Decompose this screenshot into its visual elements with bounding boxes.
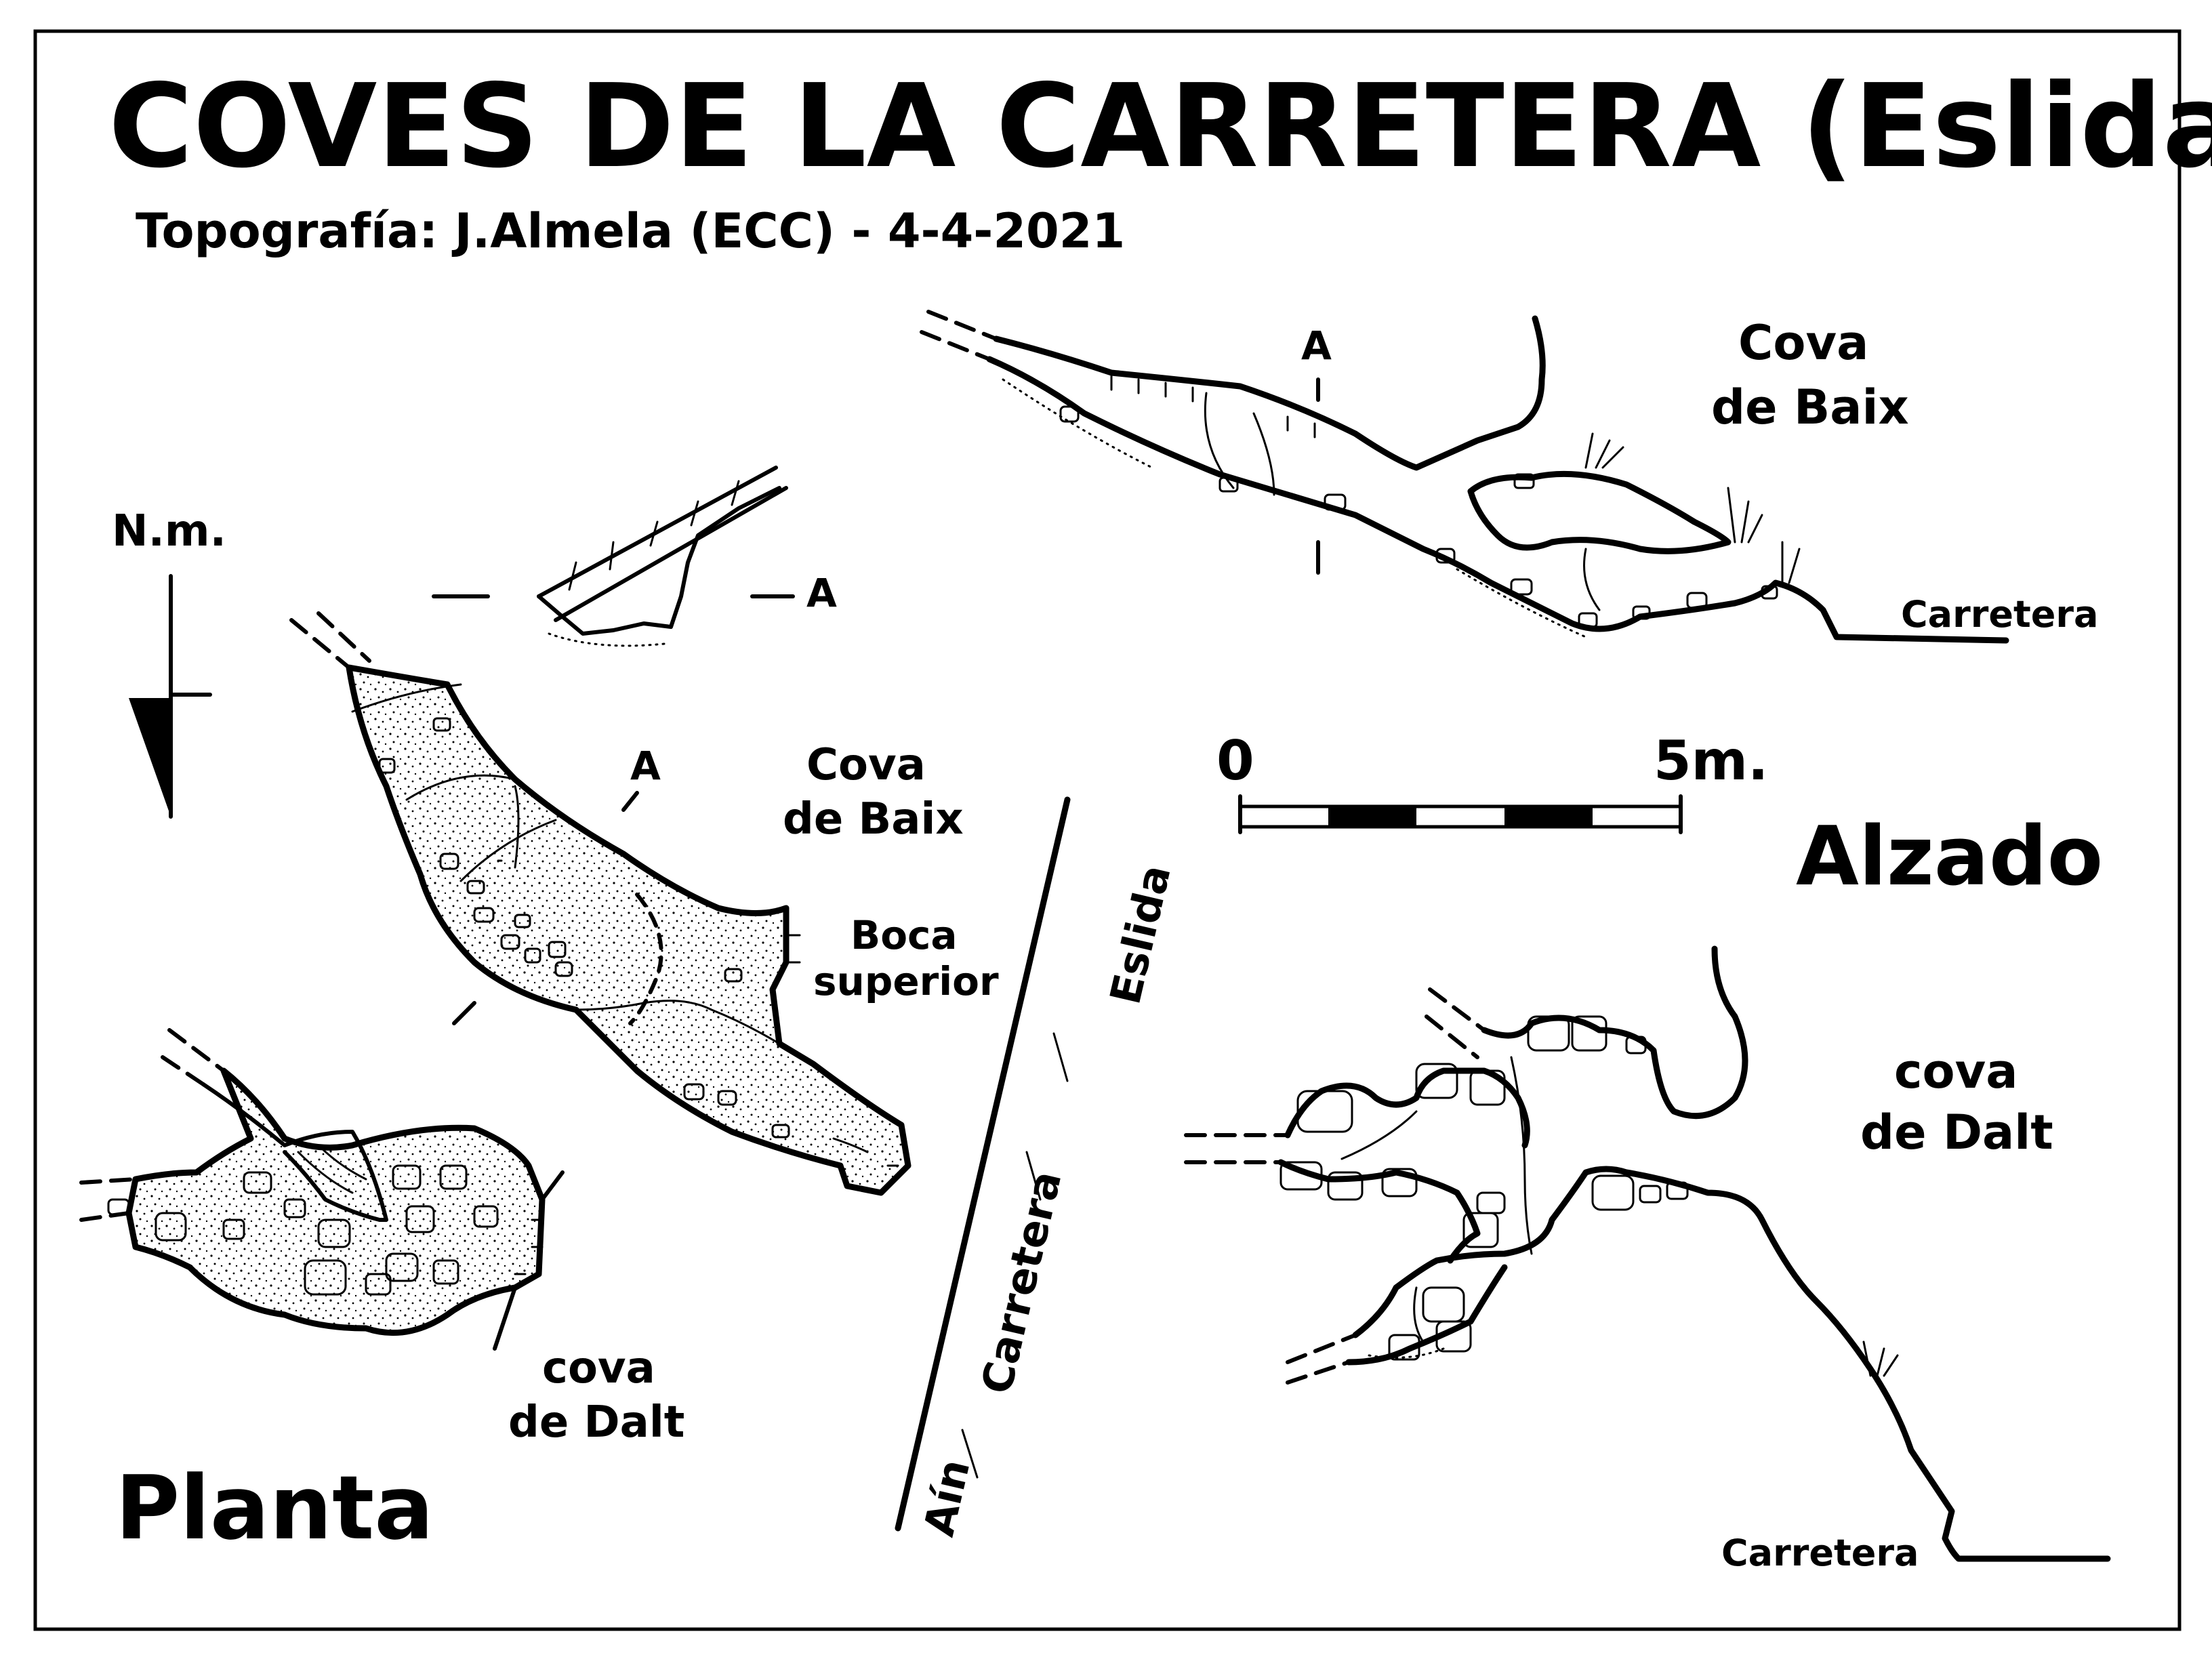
elev-dalt-upper-passage <box>1284 1067 1530 1149</box>
plan-dalt-exit-walls <box>493 1170 565 1351</box>
plan-view: Planta A <box>79 466 999 1559</box>
plan-baix-section-tick-1 <box>621 791 639 812</box>
road-marker: Carretera Aín Eslida <box>895 796 1181 1540</box>
scale-end-label: 5m. <box>1654 729 1768 792</box>
road-to-label: Eslida <box>1101 860 1181 1008</box>
plan-baix-inner-lines <box>351 683 557 882</box>
elev-dalt-floor-texture <box>1368 1347 1445 1359</box>
plan-baix-blocks <box>378 717 790 1139</box>
plan-section-a: A <box>432 466 837 647</box>
plan-boca-label-line2: superior <box>813 958 999 1004</box>
road-dir-mark-1 <box>961 1429 979 1479</box>
elev-dalt-lower-passage <box>1345 1264 1508 1366</box>
elev-dalt-vegetation <box>1862 1340 1899 1377</box>
sheet-frame <box>33 29 2182 1631</box>
elev-baix-label-line1: Cova <box>1738 315 1868 371</box>
elev-baix-vegetation-1 <box>1584 432 1624 469</box>
road-dir-mark-2 <box>1052 1032 1069 1082</box>
plan-dalt-label-line2: de Dalt <box>508 1397 684 1448</box>
elev-dalt-label-line1: cova <box>1894 1044 2018 1099</box>
plan-boca-label-line1: Boca <box>851 912 958 958</box>
plan-cova-baix: A Cova de Baix Boca superior <box>289 611 999 1196</box>
plan-dalt-hatch <box>297 1144 367 1194</box>
plan-cova-dalt: cova de Dalt <box>79 1028 684 1448</box>
elev-baix-profile-lines <box>1204 392 1601 611</box>
north-arrow: N.m. <box>112 506 226 819</box>
elev-dalt-ceiling <box>1481 945 1748 1120</box>
scale-bar: 0 5m. <box>1216 729 1768 834</box>
plan-dalt-outline <box>125 1067 546 1336</box>
scale-segment-2 <box>1504 806 1593 827</box>
plan-dalt-blocks <box>107 1164 499 1296</box>
plan-baix-dropline <box>628 893 663 1025</box>
plan-baix-entrance-dash <box>289 611 371 670</box>
page-title: COVES DE LA CARRETERA (Eslida) <box>108 60 2212 194</box>
elev-dalt-blocks <box>1279 1015 1689 1361</box>
plan-dalt-label-line1: cova <box>542 1343 655 1393</box>
elev-dalt-label-line2: de Dalt <box>1860 1105 2053 1160</box>
section-a-wall-hatch <box>537 466 788 622</box>
north-label: N.m. <box>112 506 226 556</box>
road-from-label: Aín <box>914 1454 980 1540</box>
plan-baix-tail <box>832 1137 869 1153</box>
elev-dalt-floor <box>1352 1166 2111 1562</box>
plan-baix-section-tick-2 <box>452 1001 476 1025</box>
elev-dalt-middle-passage <box>1277 1159 1481 1264</box>
road-dir-mark-3 <box>1025 1151 1042 1201</box>
elev-road-label-1: Carretera <box>1901 593 2098 636</box>
north-arrow-head <box>129 698 171 817</box>
plan-baix-lower-branch <box>575 1000 781 1045</box>
section-a-floor <box>548 632 665 647</box>
elevation-cova-baix: A Cova de Baix Carretera <box>920 310 2098 644</box>
plan-title: Planta <box>115 1456 434 1559</box>
plan-baix-step <box>514 785 520 869</box>
scale-segment-1 <box>1328 806 1416 827</box>
elev-baix-floor <box>986 356 2009 644</box>
elevation-cova-dalt: cova de Dalt Carretera <box>1184 945 2111 1574</box>
elev-baix-ceiling <box>993 315 1546 471</box>
scale-bar-outline <box>1238 804 1683 829</box>
plan-section-label-2: A <box>630 743 661 789</box>
section-a-profile <box>537 486 781 636</box>
plan-dalt-entrance-dash <box>79 1028 226 1222</box>
plan-section-label-1: A <box>806 570 837 616</box>
elev-dalt-entrance-dash <box>1184 987 1486 1385</box>
elev-baix-vegetation-2 <box>1727 487 1763 544</box>
plan-baix-outline <box>346 664 912 1196</box>
plan-baix-label-line2: de Baix <box>783 794 964 844</box>
elev-road-label-2: Carretera <box>1721 1532 1919 1574</box>
plan-dalt-drip-marks <box>514 1218 544 1275</box>
elevation-title: Alzado <box>1796 810 2103 904</box>
scale-start-label: 0 <box>1216 729 1254 792</box>
elev-section-label: A <box>1301 323 1332 369</box>
plan-dalt-upper-chamber <box>201 1082 388 1222</box>
road-label: Carretera <box>972 1166 1071 1398</box>
section-a-hatch-ticks <box>568 480 740 591</box>
elev-baix-label-line2: de Baix <box>1711 380 1909 435</box>
page-subtitle: Topografía: J.Almela (ECC) - 4-4-2021 <box>136 203 1125 259</box>
elev-baix-floor-texture <box>1002 378 1587 638</box>
elevation-view: Alzado <box>920 310 2111 1574</box>
plan-baix-label-line1: Cova <box>806 740 926 790</box>
elev-baix-ceiling-ticks <box>1110 375 1316 438</box>
road-line <box>895 796 1071 1532</box>
elev-baix-blocks <box>1059 405 1778 628</box>
elev-baix-vegetation-3 <box>1781 541 1801 584</box>
plan-baix-drip-marks <box>788 934 899 1167</box>
elev-dalt-profile-lines <box>1340 1056 1533 1343</box>
elev-baix-pillar <box>1467 470 1732 554</box>
elev-baix-entrance-dash <box>920 310 998 361</box>
